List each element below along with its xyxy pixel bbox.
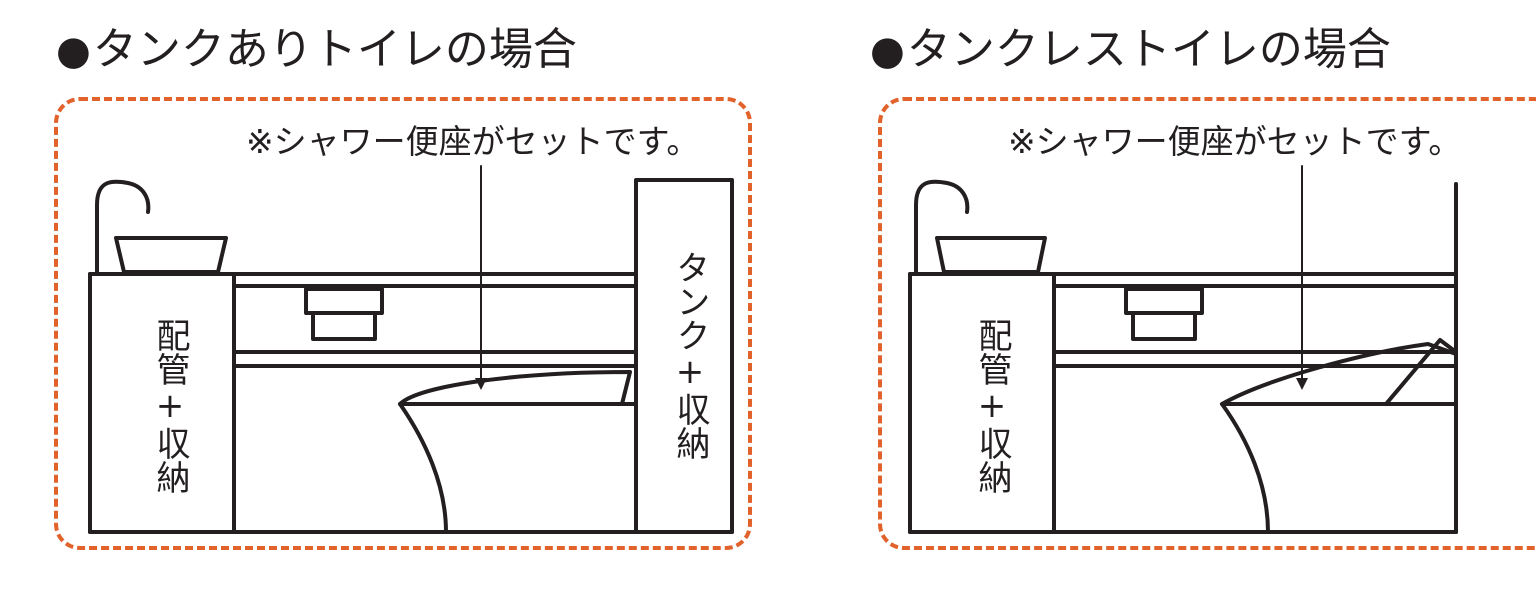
shower-seat-note: ※シャワー便座がセットです。 (1008, 122, 1462, 161)
panel-with-tank: ●タンクありトイレの場合 ※シャワー便座がセットです。 配 (54, 24, 752, 550)
toilet-icon (1220, 338, 1458, 534)
faucet-icon (95, 179, 151, 274)
label-pipe-storage: 配管+収納 (150, 318, 190, 494)
paper-holder-icon (1124, 287, 1204, 341)
panel-heading: ●タンクレストイレの場合 (870, 24, 1391, 77)
tankless-toilet-diagram (908, 165, 1458, 534)
dashed-frame (878, 97, 1536, 550)
heading-text: タンクありトイレの場合 (92, 24, 577, 75)
sink-bowl-icon (114, 236, 228, 274)
panel-heading: ●タンクありトイレの場合 (56, 24, 577, 77)
label-pipe-storage: 配管+収納 (972, 318, 1012, 494)
heading-text: タンクレストイレの場合 (906, 24, 1391, 75)
paper-holder-icon (304, 287, 384, 341)
bullet-icon: ● (870, 28, 905, 74)
panel-tankless: ●タンクレストイレの場合 ※シャワー便座がセットです。 (768, 0, 1536, 597)
toilet-icon (398, 370, 638, 534)
sink-bowl-icon (935, 236, 1047, 274)
faucet-icon (914, 179, 970, 274)
leader-arrowhead (475, 378, 487, 390)
shower-seat-note: ※シャワー便座がセットです。 (246, 122, 700, 161)
label-tank-storage: タンク+収納 (670, 250, 710, 460)
dashed-frame (54, 97, 752, 550)
leader-arrowhead (1296, 378, 1308, 390)
toilet-with-tank-diagram (88, 165, 734, 534)
bullet-icon: ● (56, 28, 91, 74)
